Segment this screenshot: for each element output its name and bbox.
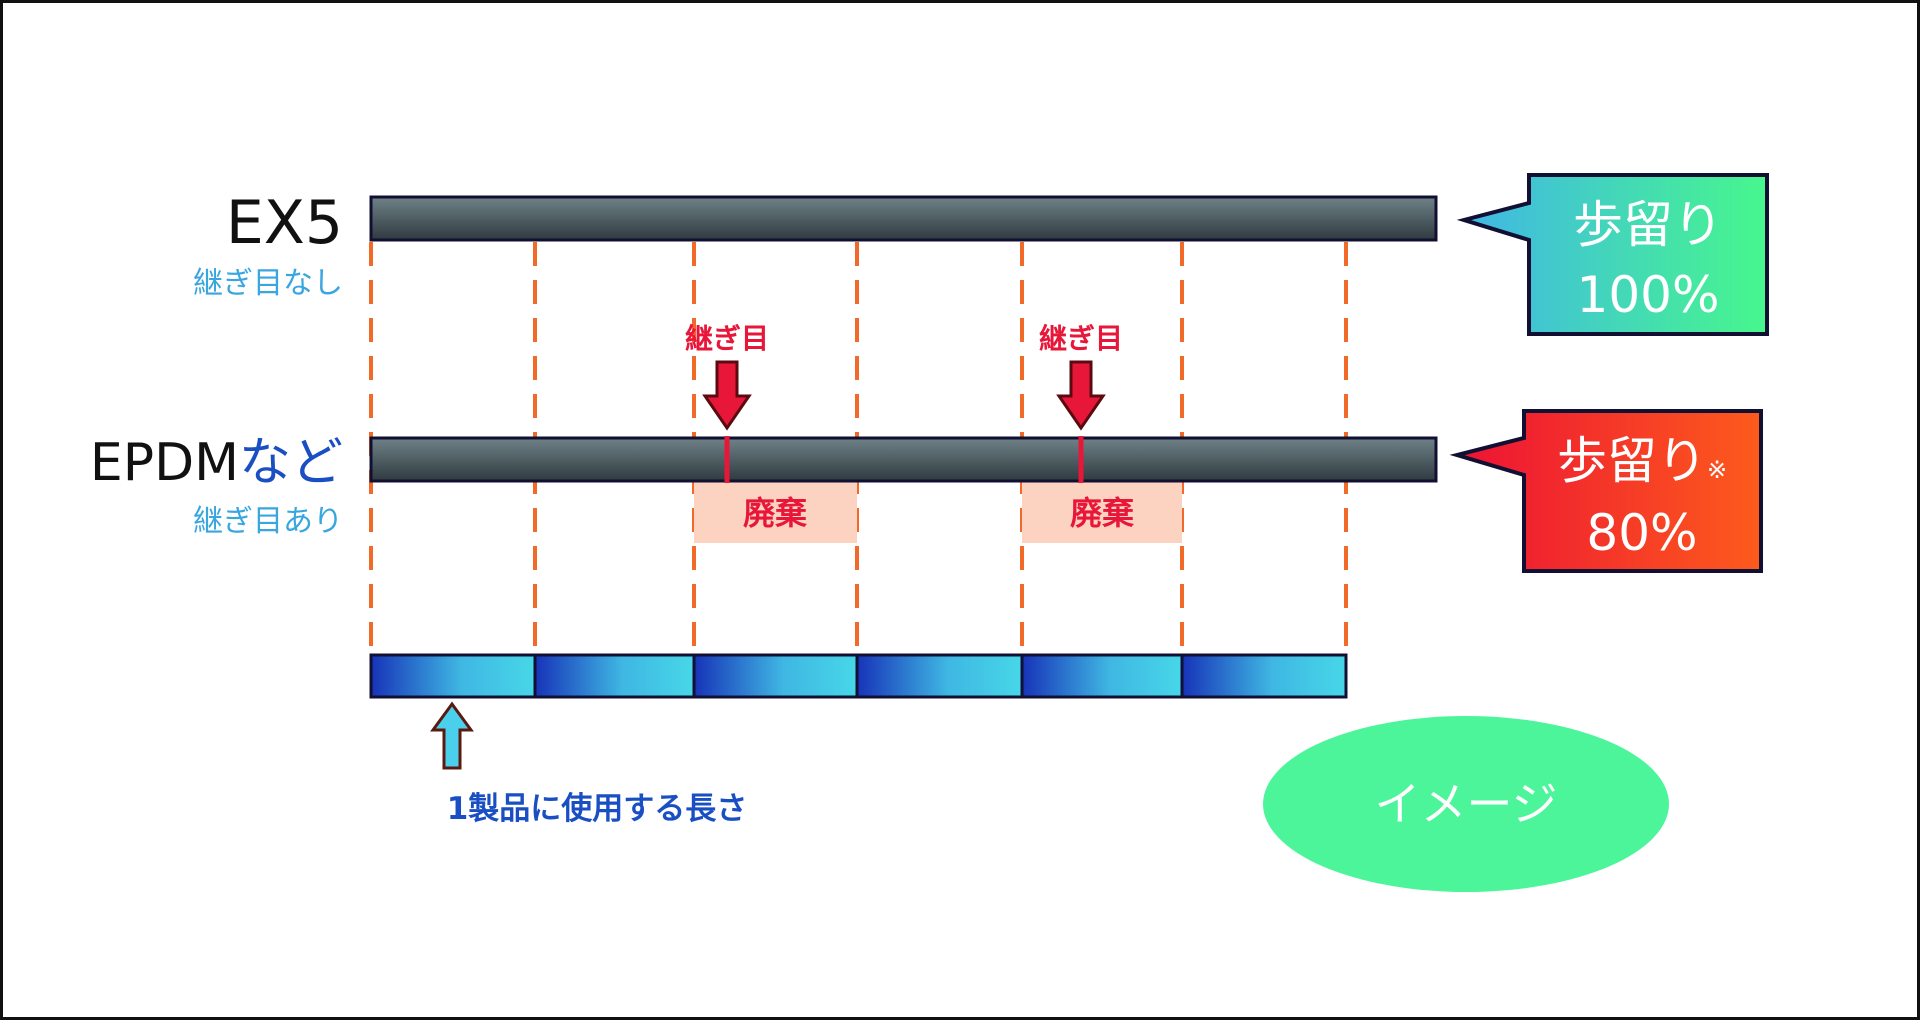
callout-title-text: 歩留り — [1557, 432, 1707, 490]
image-badge — [1263, 716, 1669, 892]
product-segments — [369, 653, 1348, 699]
epdm-label: EPDMなど — [90, 433, 343, 493]
epdm-material-bar — [369, 436, 1438, 483]
waste-label: 廃棄 — [743, 494, 808, 532]
epdm-suffix: など — [239, 433, 343, 493]
product-segment — [369, 653, 537, 699]
waste-zone — [694, 482, 857, 543]
callout-title: 歩留り — [1573, 196, 1723, 254]
footnote-mark: ※ — [1707, 456, 1727, 484]
seam-label: 継ぎ目 — [685, 322, 769, 355]
yield-value-ex5: 100% — [1577, 266, 1720, 324]
ex5-label: EX5 — [226, 188, 343, 258]
yield-value-epdm: 80% — [1586, 504, 1697, 562]
product-segment — [855, 653, 1024, 699]
seam-down-arrow-icon — [702, 360, 752, 431]
waste-label: 廃棄 — [1070, 494, 1135, 532]
callout-title: 歩留り※ — [1557, 432, 1727, 490]
up-arrow-icon — [430, 701, 474, 770]
product-segment — [533, 653, 696, 699]
ex5-sub-label: 継ぎ目なし — [193, 266, 343, 301]
product-segment — [1180, 653, 1348, 699]
epdm-name: EPDM — [90, 433, 239, 493]
product-segment — [692, 653, 859, 699]
unit-length-label: 1製品に使用する長さ — [447, 791, 748, 827]
product-segment — [1020, 653, 1184, 699]
seam-label: 継ぎ目 — [1039, 322, 1123, 355]
yield-callout-epdm — [1449, 409, 1763, 573]
ex5-material-bar — [369, 195, 1438, 242]
seam-down-arrow-icon — [1056, 360, 1106, 431]
waste-zone — [1022, 482, 1182, 543]
epdm-sub-label: 継ぎ目あり — [193, 504, 343, 539]
yield-callout-ex5 — [1456, 173, 1769, 336]
image-badge-label: イメージ — [1374, 777, 1557, 831]
